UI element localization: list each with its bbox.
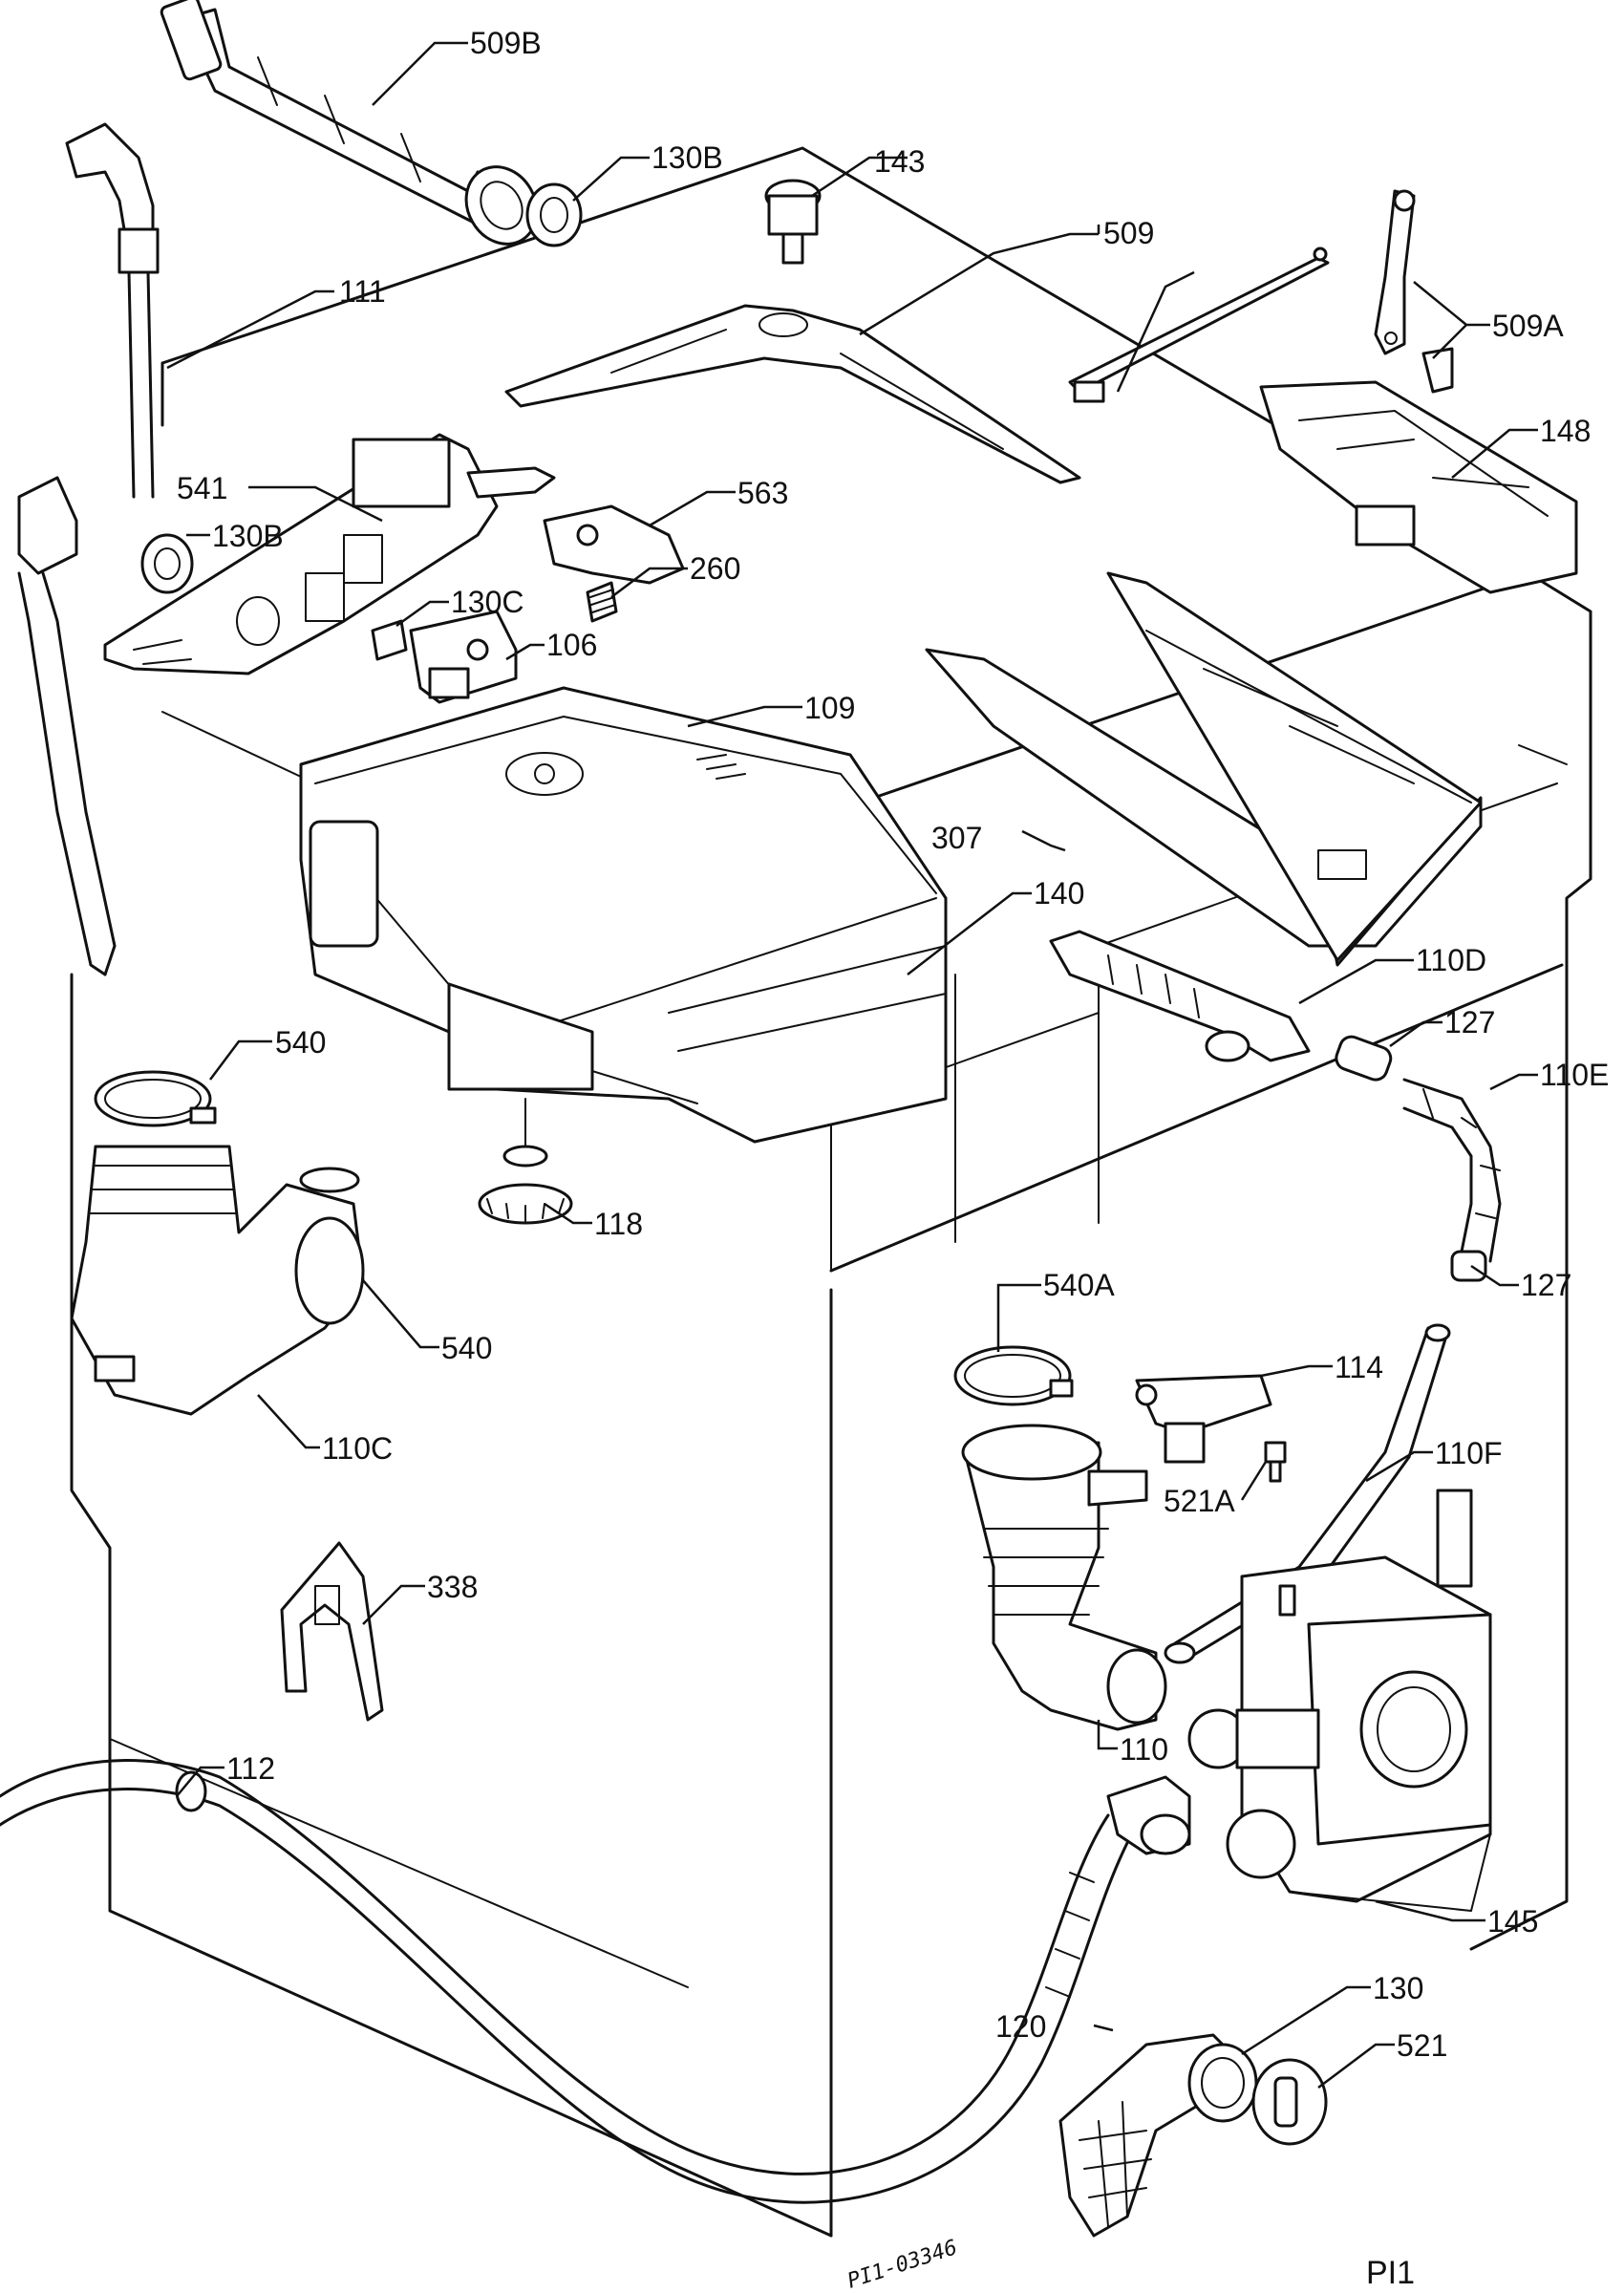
- label-509b: 509B: [470, 26, 542, 60]
- part-509-siphon-bar: [504, 246, 1330, 484]
- label-109: 109: [804, 691, 855, 725]
- label-118: 118: [594, 1207, 643, 1241]
- label-541: 541: [177, 471, 227, 505]
- part-509b-inlet-pipe: [160, 0, 539, 246]
- label-111: 111: [339, 274, 386, 309]
- part-111-hose: [17, 122, 160, 976]
- label-148: 148: [1540, 414, 1591, 448]
- label-110d: 110D: [1416, 943, 1486, 977]
- part-145-pump: [1187, 1489, 1492, 1912]
- label-130: 130: [1373, 1971, 1423, 2005]
- label-110e: 110E: [1540, 1058, 1609, 1092]
- label-130b-mid: 130B: [212, 519, 284, 553]
- part-130-seal: [1187, 2043, 1258, 2123]
- part-521a-screw: [1264, 1441, 1287, 1483]
- label-130c: 130C: [451, 585, 524, 619]
- drawing-number: PI1-03346: [844, 2236, 960, 2293]
- label-540-bottom: 540: [441, 1331, 492, 1365]
- part-540a-clamp: [953, 1345, 1074, 1406]
- part-307-drawer: [925, 571, 1483, 967]
- part-110-bellows: [961, 1424, 1167, 1731]
- label-540a: 540A: [1043, 1268, 1115, 1302]
- label-563: 563: [737, 476, 788, 510]
- part-540-clamp-top: [94, 1070, 217, 1127]
- label-120: 120: [995, 2009, 1046, 2044]
- sheet-code: PI1: [1366, 2255, 1415, 2291]
- label-509: 509: [1103, 216, 1154, 250]
- part-118-nut: [478, 1098, 573, 1225]
- label-260: 260: [690, 551, 740, 586]
- label-110c: 110C: [322, 1431, 393, 1466]
- part-130c-106-valve: [371, 610, 518, 704]
- part-130b-ring-top: [525, 182, 583, 247]
- part-338-clip: [280, 1541, 384, 1722]
- part-521-cap: [1251, 2058, 1328, 2146]
- part-114-valve: [1135, 1374, 1272, 1464]
- part-112-drain-hose: [0, 1759, 1191, 2204]
- label-307: 307: [931, 821, 982, 855]
- part-130b-ring-mid: [140, 533, 194, 594]
- label-110f: 110F: [1435, 1436, 1503, 1470]
- part-110c-bellows: [70, 1145, 365, 1416]
- label-143: 143: [874, 144, 925, 179]
- part-110d-connector: [1049, 930, 1311, 1062]
- part-127-110e-tube: [1335, 1035, 1502, 1282]
- part-541-bracket: [103, 433, 556, 675]
- label-127-top: 127: [1444, 1005, 1495, 1039]
- label-110: 110: [1120, 1732, 1168, 1767]
- part-labels: 509B 130B 143 509 111 509A 148 541 563 1…: [177, 26, 1609, 2063]
- label-140: 140: [1034, 876, 1084, 911]
- part-509a-lever: [1374, 189, 1454, 394]
- label-127-bottom: 127: [1521, 1268, 1571, 1302]
- leader-lines: [166, 41, 1538, 2089]
- label-521: 521: [1397, 2028, 1447, 2063]
- label-338: 338: [427, 1570, 478, 1604]
- part-143-knob: [764, 179, 822, 265]
- label-509a: 509A: [1492, 309, 1564, 343]
- label-112: 112: [226, 1751, 275, 1786]
- part-260-spring: [586, 581, 618, 623]
- part-109-dispenser-housing: [299, 686, 948, 1144]
- label-540-top: 540: [275, 1025, 326, 1060]
- label-106: 106: [546, 628, 597, 662]
- label-145: 145: [1487, 1904, 1538, 1939]
- label-130b-top: 130B: [652, 140, 723, 175]
- label-521a: 521A: [1164, 1484, 1235, 1518]
- label-114: 114: [1335, 1350, 1383, 1384]
- part-148-cover: [1259, 380, 1578, 594]
- part-563-valve-cover: [543, 504, 685, 585]
